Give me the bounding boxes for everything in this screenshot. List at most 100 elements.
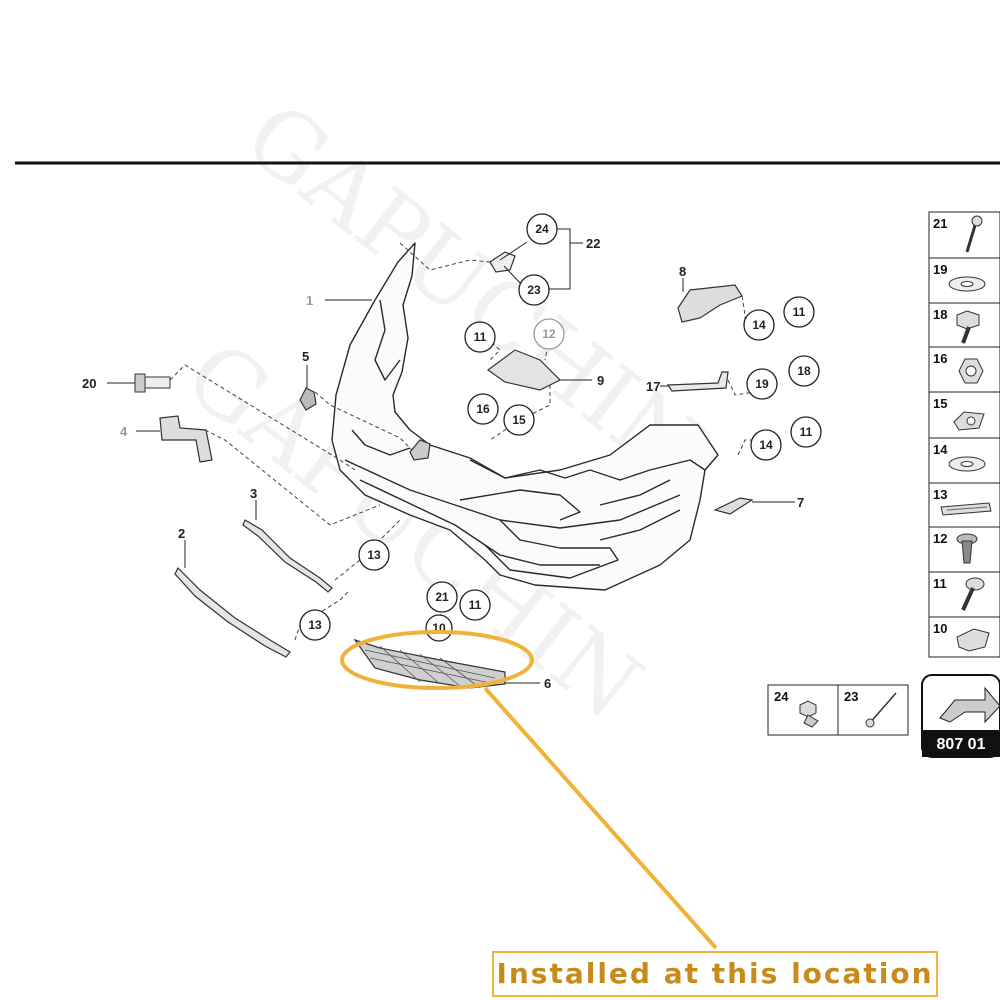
grille-part-6 xyxy=(353,638,506,689)
label-part-8: 8 xyxy=(679,264,686,279)
clip-icon xyxy=(956,628,990,652)
svg-text:13: 13 xyxy=(367,548,381,562)
label-part-4: 4 xyxy=(120,424,128,439)
callout-11-c: 11 xyxy=(790,416,822,448)
legend-box-24: 24 xyxy=(767,684,839,736)
bolt-icon xyxy=(965,215,983,253)
svg-text:13: 13 xyxy=(933,487,947,502)
svg-text:11: 11 xyxy=(793,305,806,319)
svg-text:12: 12 xyxy=(933,531,947,546)
label-part-1: 1 xyxy=(306,293,313,308)
leader-lines xyxy=(107,228,795,684)
front-bumper xyxy=(331,242,719,591)
label-part-2: 2 xyxy=(178,526,185,541)
label-part-9: 9 xyxy=(597,373,604,388)
svg-text:19: 19 xyxy=(755,377,769,391)
svg-text:16: 16 xyxy=(476,402,490,416)
bolt-part-20 xyxy=(134,373,171,393)
installed-location-callout: Installed at this location xyxy=(492,951,938,997)
svg-text:15: 15 xyxy=(933,396,947,411)
label-part-20: 20 xyxy=(82,376,96,391)
svg-text:23: 23 xyxy=(527,283,541,297)
legend-row-14: 14 xyxy=(928,437,1000,484)
hex-screw-icon xyxy=(956,310,980,344)
svg-text:14: 14 xyxy=(752,318,766,332)
svg-text:15: 15 xyxy=(512,413,526,427)
callout-11-d: 11 xyxy=(459,589,491,621)
strip-part-2 xyxy=(174,566,291,658)
hex-nut-icon xyxy=(958,358,984,384)
svg-text:24: 24 xyxy=(535,222,549,236)
callout-14-b: 14 xyxy=(750,429,782,461)
bracket-part-8 xyxy=(677,284,743,323)
callout-19: 19 xyxy=(746,368,778,400)
callout-10: 10 xyxy=(425,614,453,642)
callout-15: 15 xyxy=(503,404,535,436)
nozzle-part-5 xyxy=(299,387,317,411)
legend-row-15: 15 xyxy=(928,391,1000,439)
svg-text:14: 14 xyxy=(933,442,948,457)
svg-text:11: 11 xyxy=(800,425,813,439)
svg-text:24: 24 xyxy=(774,689,789,704)
label-part-3: 3 xyxy=(250,486,257,501)
part-labels: 1 2 3 4 5 6 7 8 9 17 20 22 xyxy=(82,236,804,691)
watermark: GAPUCHIN GAPUCHIN xyxy=(166,82,721,741)
nozzle-cap xyxy=(409,439,431,461)
highlight-marker xyxy=(340,630,718,950)
legend-row-10: 10 xyxy=(928,616,1000,658)
bracket-part-22 xyxy=(489,251,516,273)
callout-14-a: 14 xyxy=(743,309,775,341)
label-part-6: 6 xyxy=(544,676,551,691)
washer-icon xyxy=(948,456,986,472)
legend-row-19: 19 xyxy=(928,257,1000,304)
callout-13-a: 13 xyxy=(358,539,390,571)
legend-row-13: 13 xyxy=(928,482,1000,528)
svg-text:12: 12 xyxy=(542,327,556,341)
svg-text:11: 11 xyxy=(474,330,487,344)
svg-text:23: 23 xyxy=(844,689,858,704)
reflector-part-7 xyxy=(713,497,754,515)
legend-bottom: 24 23 xyxy=(767,684,909,736)
blind-rivet-icon xyxy=(865,692,897,728)
arrow-icon xyxy=(939,686,1000,724)
fastener-legend: 21 19 18 16 15 14 13 xyxy=(928,211,1000,658)
callout-21: 21 xyxy=(426,581,458,613)
legend-row-21: 21 xyxy=(928,211,1000,259)
svg-text:16: 16 xyxy=(933,351,947,366)
rod-part-17 xyxy=(666,371,729,392)
screw-icon xyxy=(961,577,985,611)
svg-text:21: 21 xyxy=(435,590,449,604)
callout-12: 12 xyxy=(533,318,565,350)
label-part-17: 17 xyxy=(646,379,660,394)
svg-text:18: 18 xyxy=(797,364,811,378)
plate-part-4 xyxy=(159,415,213,463)
callout-13-b: 13 xyxy=(299,609,331,641)
svg-text:19: 19 xyxy=(933,262,947,277)
legend-row-11: 11 xyxy=(928,571,1000,618)
strip-part-3 xyxy=(242,519,333,593)
callout-11-a: 11 xyxy=(464,321,496,353)
circle-callouts: 24 23 11 12 14 11 18 19 16 15 14 11 13 2… xyxy=(299,213,822,642)
callout-16: 16 xyxy=(467,393,499,425)
svg-text:21: 21 xyxy=(933,216,947,231)
label-part-5: 5 xyxy=(302,349,309,364)
callout-18: 18 xyxy=(788,355,820,387)
legend-row-12: 12 xyxy=(928,526,1000,573)
label-part-7: 7 xyxy=(797,495,804,510)
catalog-code: 807 01 xyxy=(937,736,986,753)
push-rivet-icon xyxy=(956,533,978,564)
svg-text:10: 10 xyxy=(933,621,947,636)
nut-insert-icon xyxy=(799,700,819,728)
callout-23: 23 xyxy=(518,274,550,306)
callout-11-b: 11 xyxy=(783,296,815,328)
svg-text:14: 14 xyxy=(759,438,773,452)
callout-24: 24 xyxy=(526,213,558,245)
catalog-badge: 807 01 xyxy=(921,674,1000,758)
trim-strip-icon xyxy=(940,502,992,516)
svg-text:18: 18 xyxy=(933,307,947,322)
legend-box-23: 23 xyxy=(837,684,909,736)
speed-nut-icon xyxy=(953,411,985,431)
label-part-22: 22 xyxy=(586,236,600,251)
washer-icon xyxy=(948,276,986,292)
